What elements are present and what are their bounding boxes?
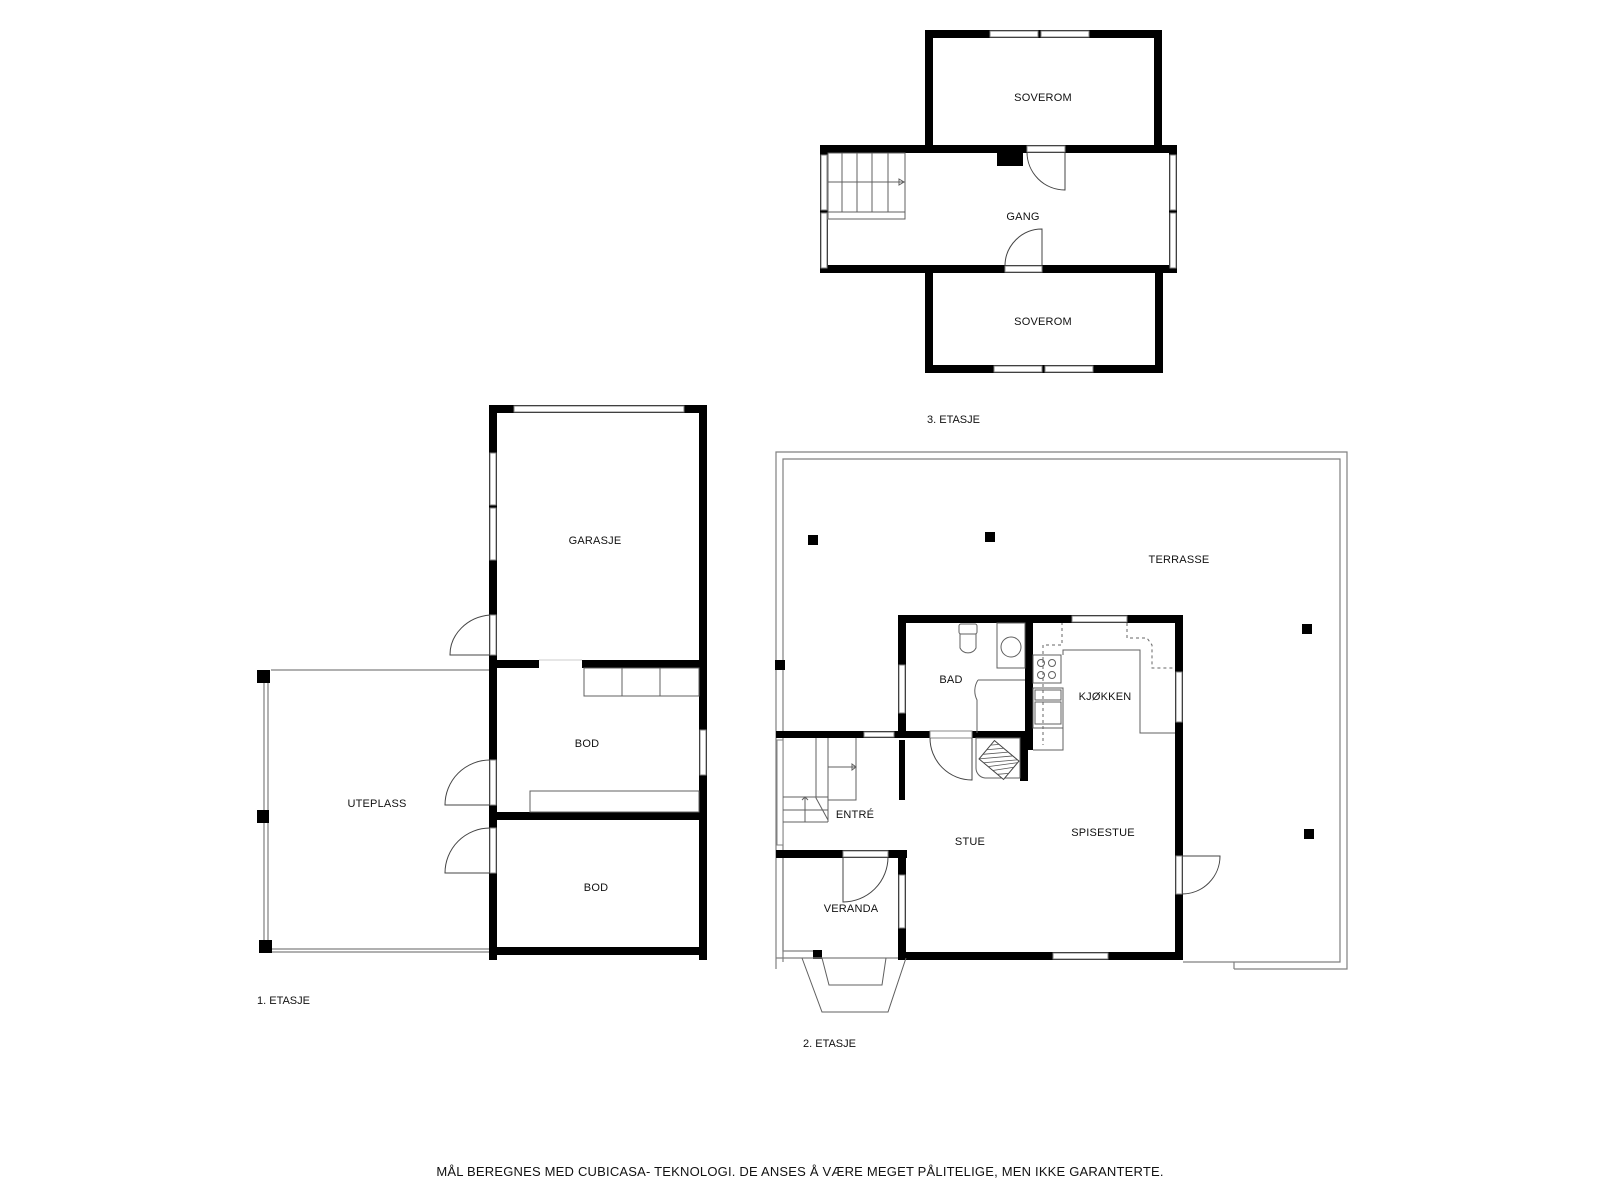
- room-label-veranda: VERANDA: [823, 903, 879, 915]
- room-label-garasje: GARASJE: [568, 535, 622, 547]
- room-label-soverom-top: SOVEROM: [1014, 92, 1072, 104]
- room-label-entre: ENTRÉ: [835, 809, 875, 821]
- room-label-bad: BAD: [939, 674, 963, 686]
- room-label-bod-upper: BOD: [574, 738, 600, 750]
- disclaimer-text: MÅL BEREGNES MED CUBICASA- TEKNOLOGI. DE…: [436, 1164, 1164, 1179]
- room-label-gang: GANG: [1006, 211, 1040, 223]
- floor-1-plan: [257, 405, 707, 960]
- room-label-terrasse: TERRASSE: [1148, 554, 1210, 566]
- room-label-spisestue: SPISESTUE: [1071, 827, 1135, 839]
- room-label-bod-lower: BOD: [583, 882, 609, 894]
- room-label-kjokken: KJØKKEN: [1078, 691, 1132, 703]
- floor-2-plan: [775, 451, 1348, 1013]
- room-label-uteplass: UTEPLASS: [347, 798, 407, 810]
- floor-label-2-etasje: 2. ETASJE: [803, 1038, 856, 1050]
- room-label-stue: STUE: [954, 836, 986, 848]
- room-label-soverom-bottom: SOVEROM: [1014, 316, 1072, 328]
- floor-3-plan: [820, 30, 1177, 373]
- floor-label-3-etasje: 3. ETASJE: [927, 414, 980, 426]
- floor-label-1-etasje: 1. ETASJE: [257, 995, 310, 1007]
